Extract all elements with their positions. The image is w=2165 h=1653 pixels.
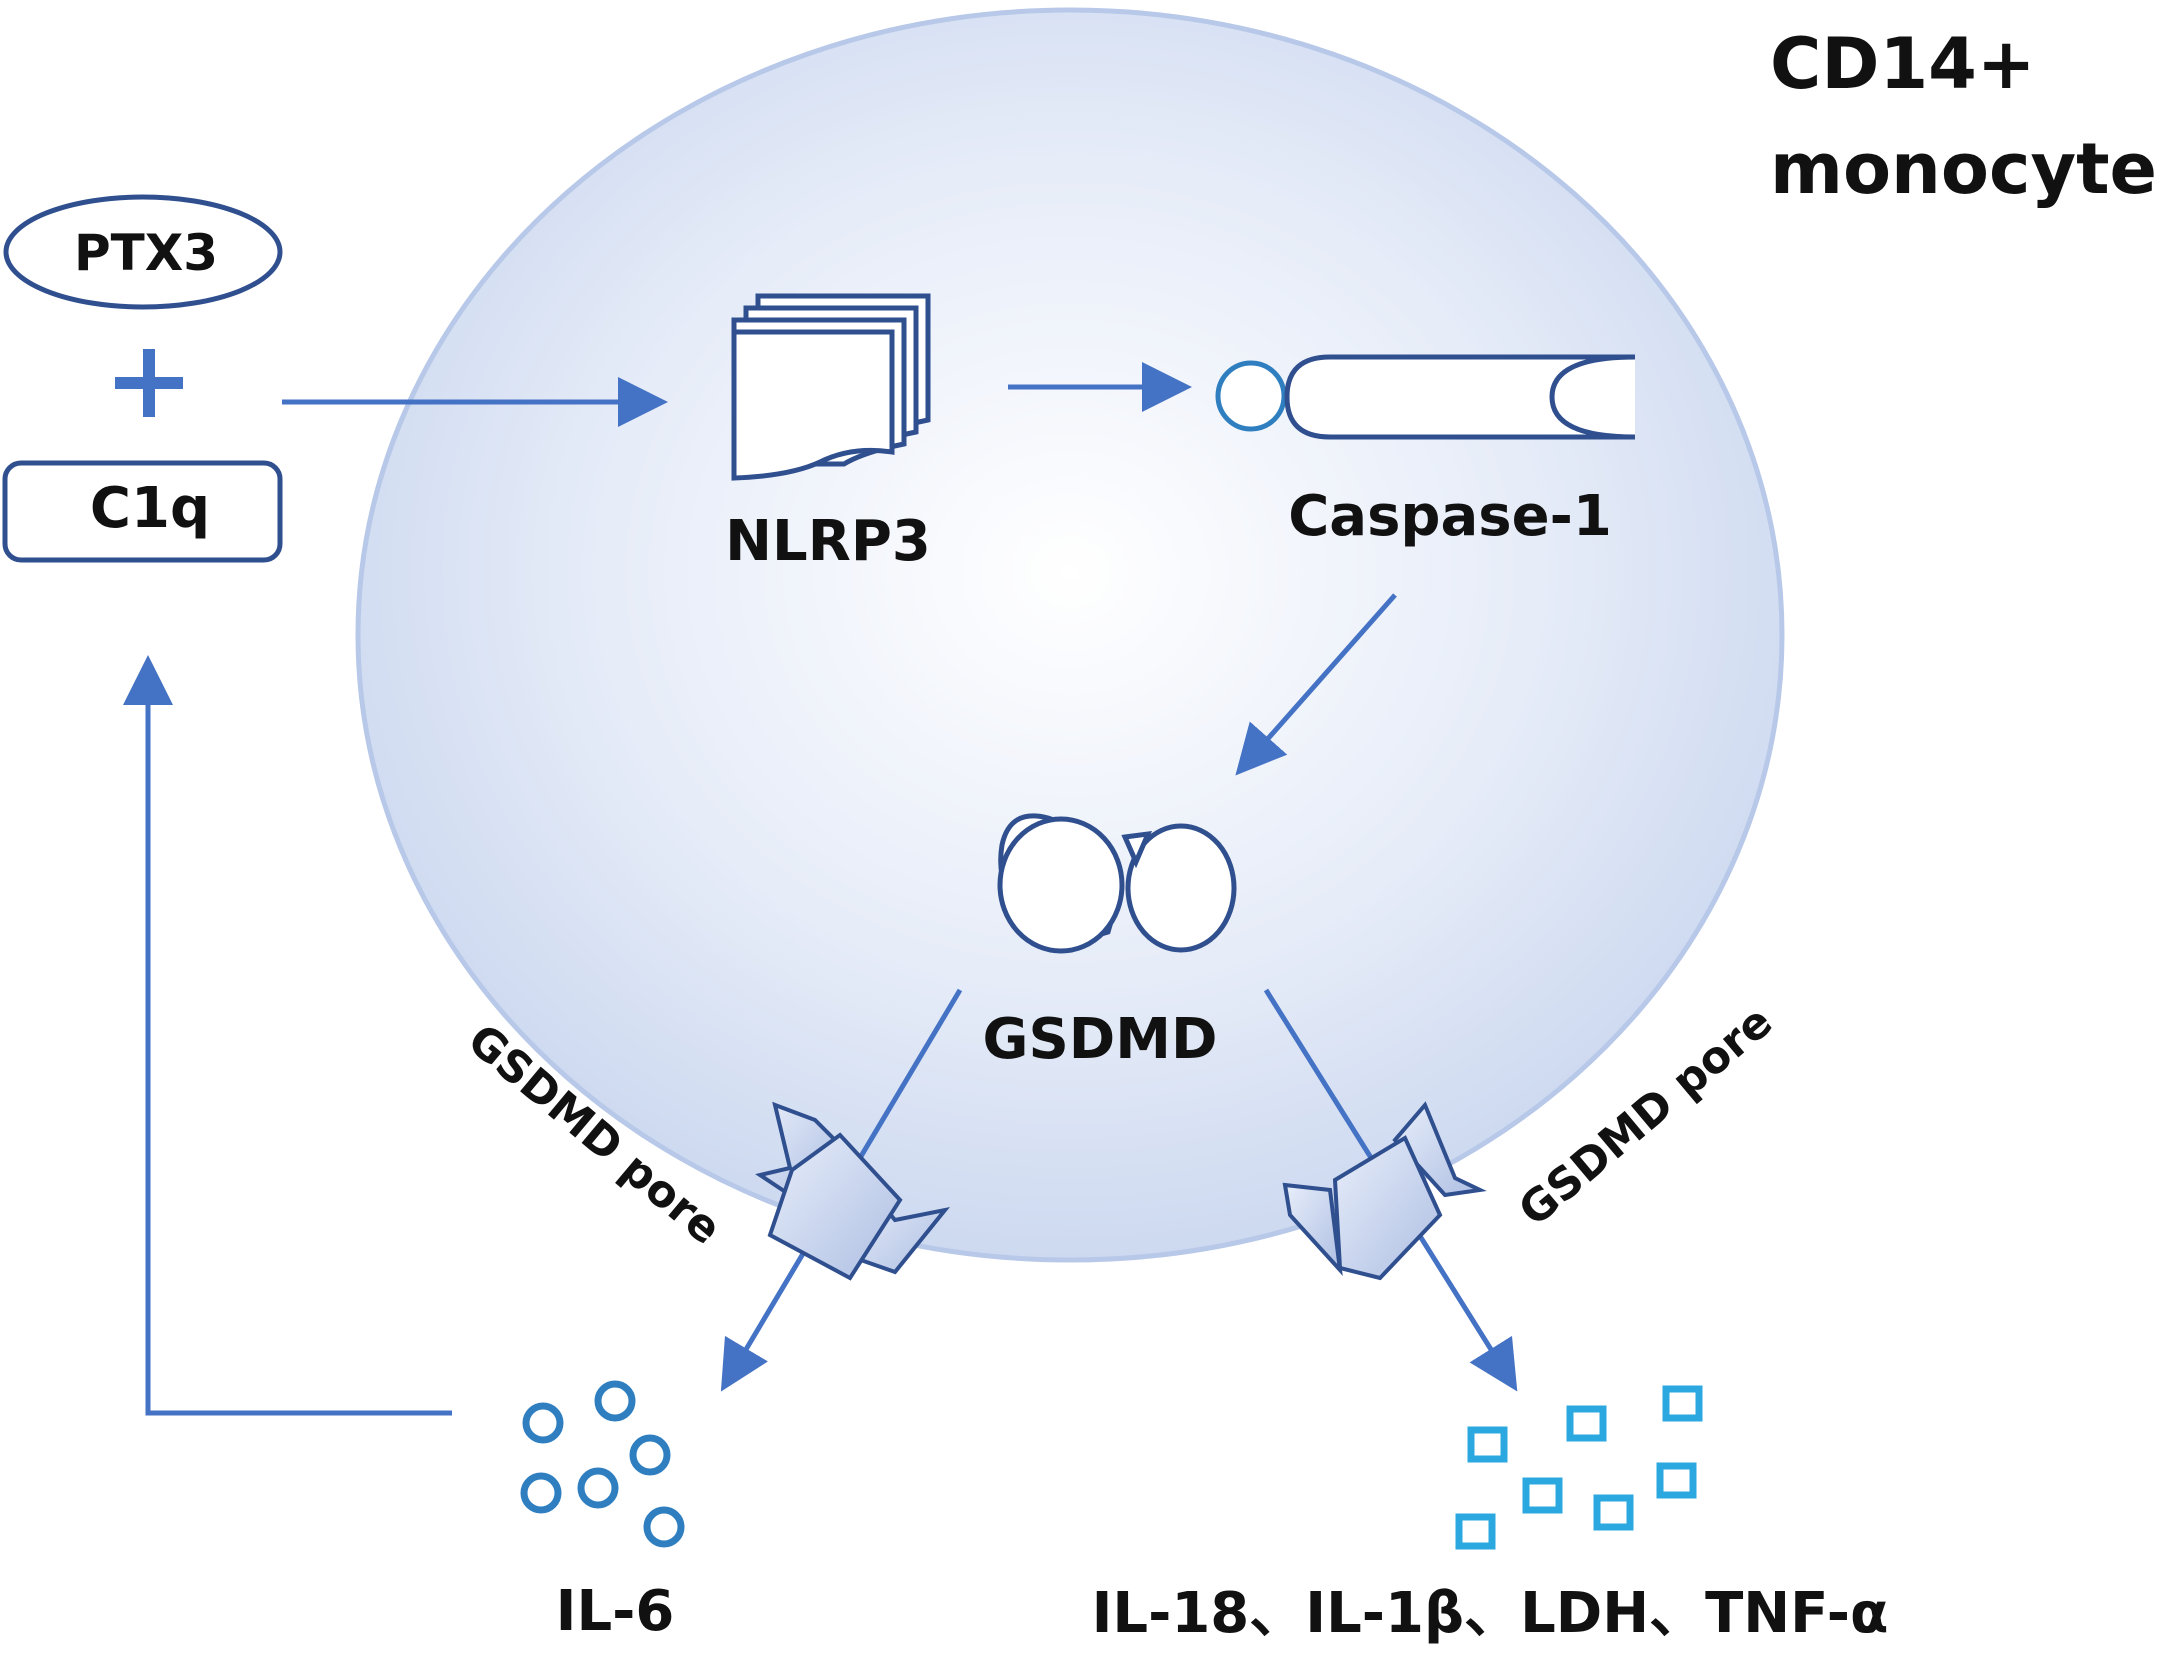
caspase1-icon <box>1215 354 1636 440</box>
caspase1-label: Caspase-1 <box>1288 484 1612 549</box>
nlrp3-label: NLRP3 <box>725 509 931 574</box>
il6-circle <box>643 1506 685 1548</box>
ptx3-label: PTX3 <box>74 224 218 282</box>
cell-label-line2: monocyte <box>1770 128 2157 210</box>
gsdmd-icon <box>997 813 1237 954</box>
cytokines-label: IL-18、IL-1β、LDH、TNF-α <box>1092 1581 1889 1646</box>
il6-circle <box>594 1380 636 1422</box>
cell-label-line1: CD14+ <box>1770 23 2036 105</box>
cytokine-square <box>1656 1462 1697 1499</box>
il6-circle <box>629 1434 671 1476</box>
nlrp3-icon <box>731 293 931 481</box>
ptx3-oval <box>3 194 283 310</box>
c1q-box <box>2 460 283 563</box>
il6-markers <box>520 1380 685 1548</box>
cytokine-markers <box>1455 1385 1703 1550</box>
feedback-il6-to-c1q <box>123 655 452 1416</box>
cytokine-square <box>1455 1513 1496 1550</box>
il6-circle <box>522 1402 564 1444</box>
gsdmd-label: GSDMD <box>983 1007 1218 1072</box>
c1q-label: C1q <box>90 476 210 541</box>
gsdmd-pore-right <box>1282 1101 1487 1281</box>
il6-label: IL-6 <box>556 1579 675 1644</box>
il6-circle <box>577 1467 619 1509</box>
gsdmd-pore-left <box>755 1101 951 1281</box>
il6-circle <box>520 1472 562 1514</box>
cytokine-square <box>1566 1405 1607 1442</box>
cytokine-square <box>1662 1385 1703 1422</box>
plus-text: + <box>0 0 1 1</box>
cytokine-square <box>1593 1494 1634 1531</box>
cytokine-square <box>1522 1477 1563 1514</box>
monocyte-cell <box>355 7 1785 1263</box>
plus-sign <box>115 349 183 417</box>
cytokine-square <box>1467 1426 1508 1463</box>
arrow-caspase1-to-gsdmd <box>1235 593 1397 776</box>
